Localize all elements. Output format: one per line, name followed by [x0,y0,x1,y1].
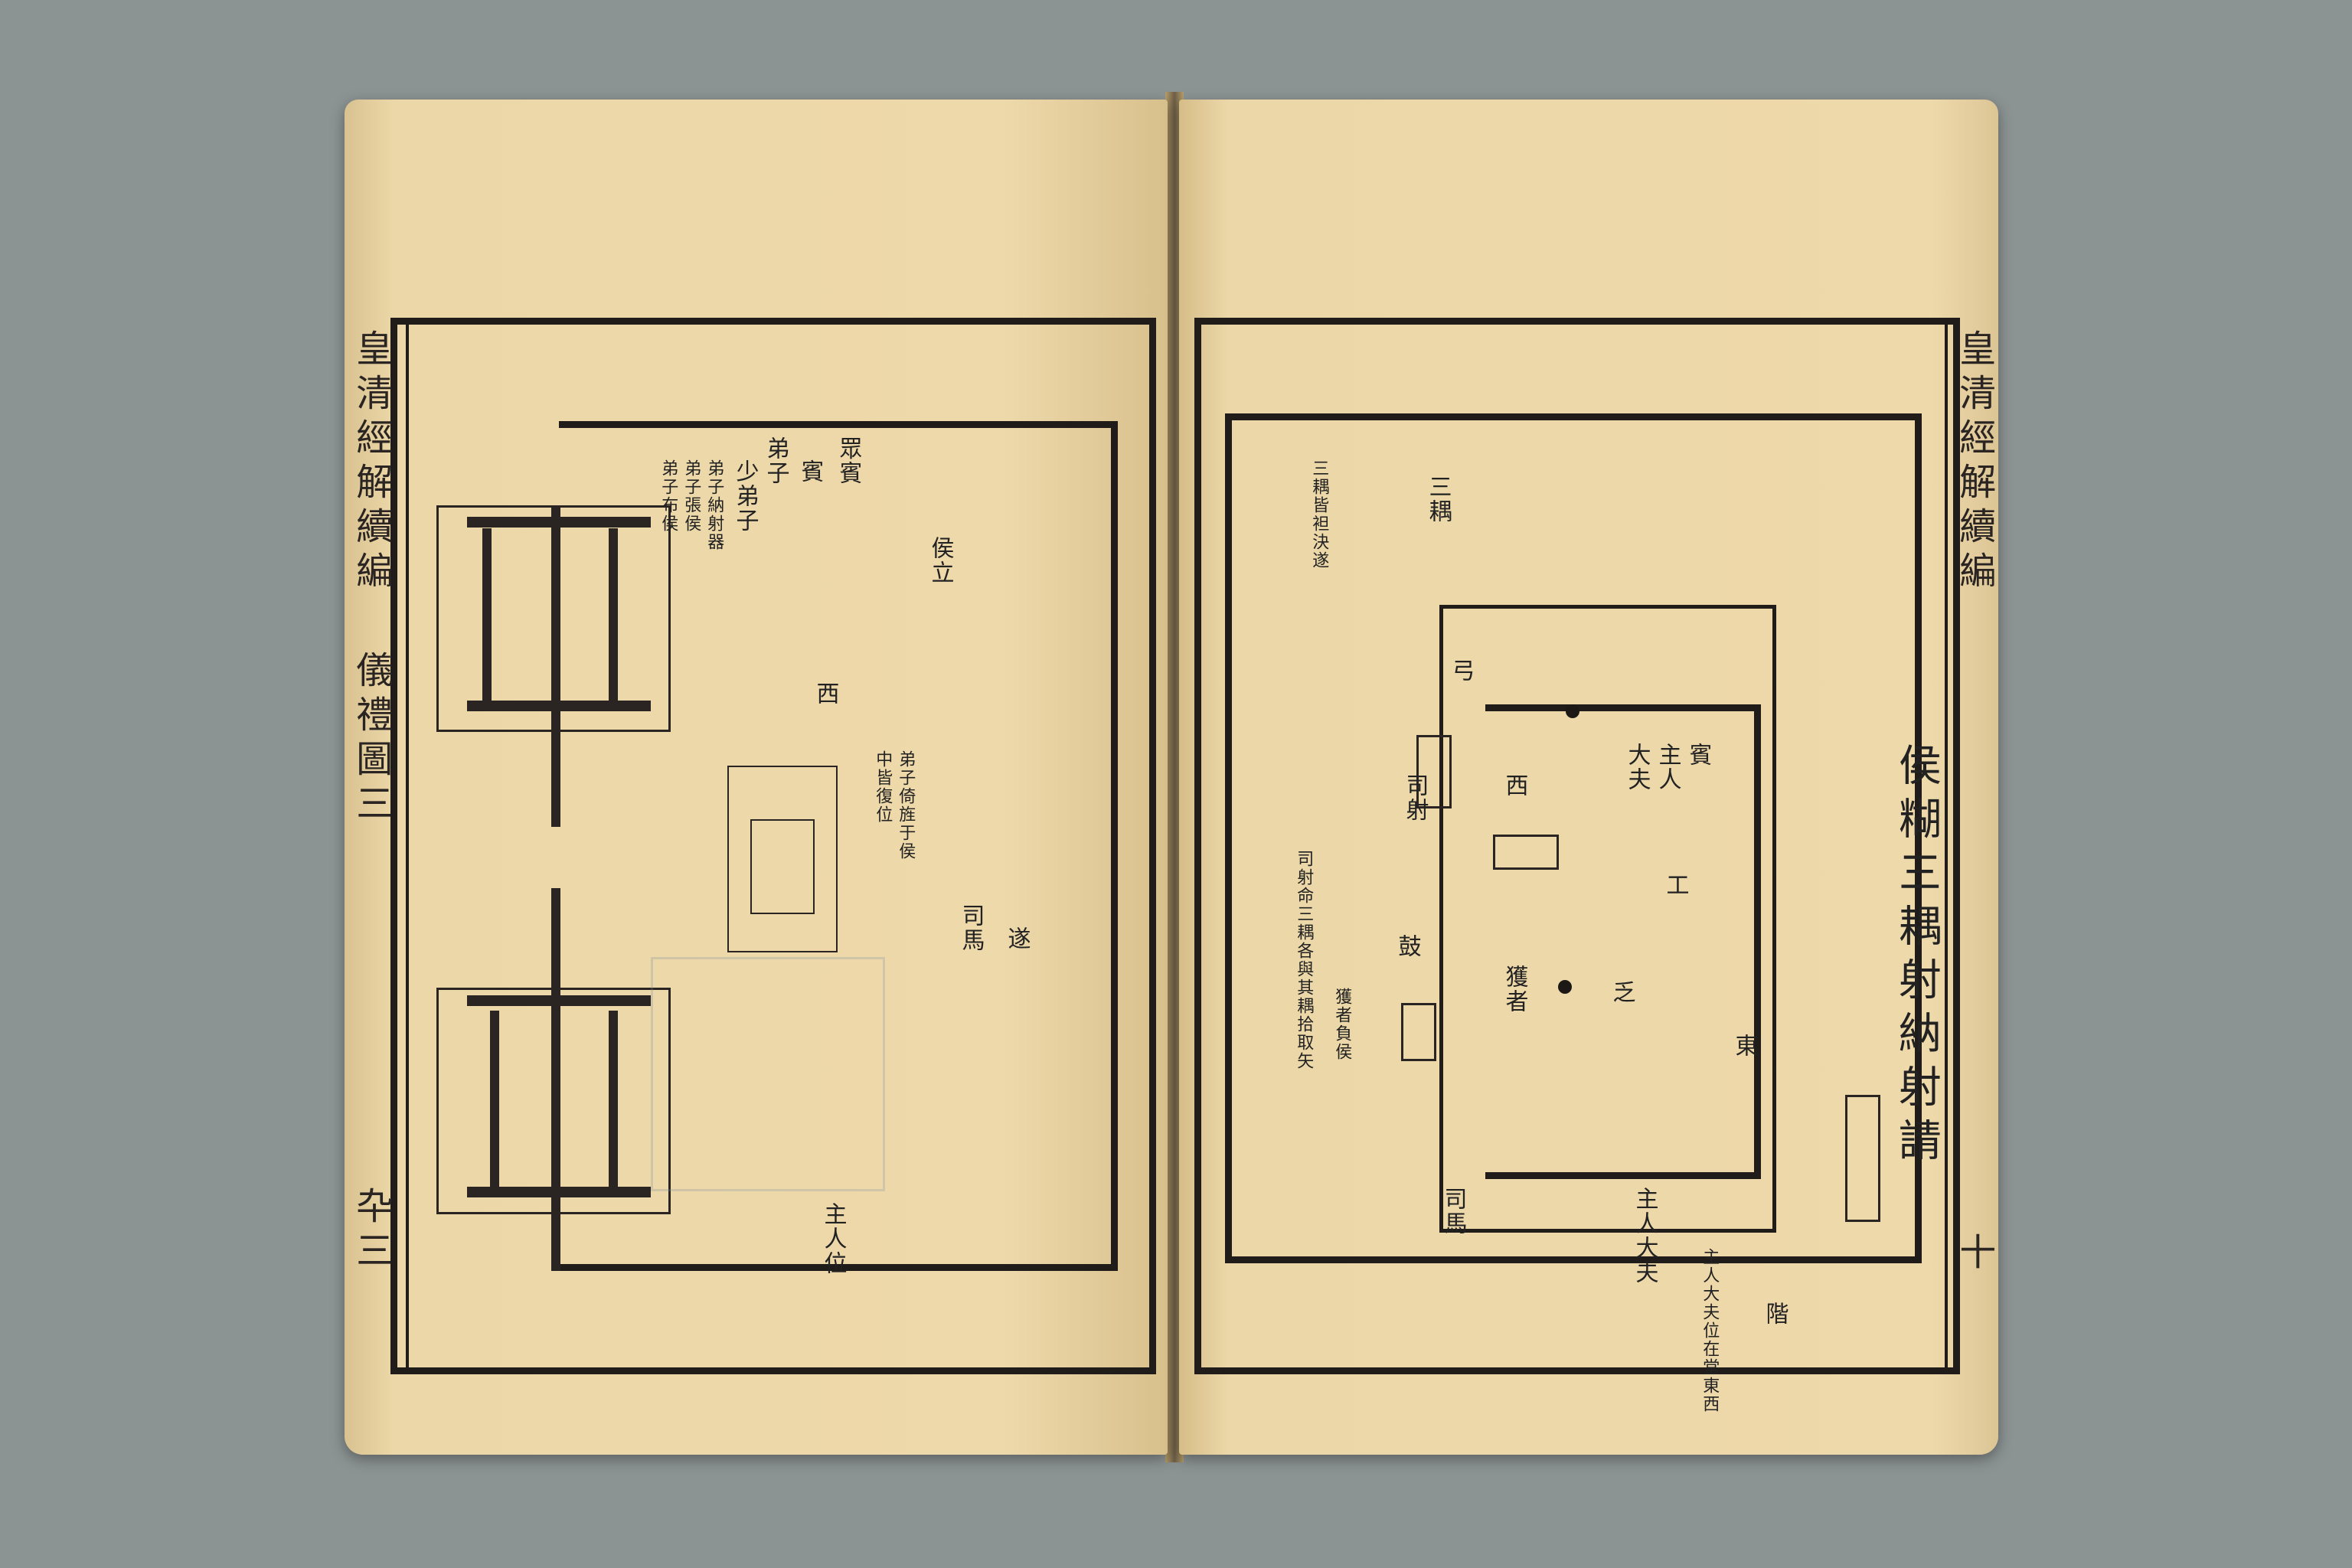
note-4: 弟子倚旌于侯 [896,750,916,861]
left-outer-frame [390,318,1156,1374]
hall-bar [551,505,560,827]
right-mid-frame [1225,413,1922,1263]
left-folio: 卆三 [349,1187,393,1276]
right-court-frame [1485,704,1761,1179]
label-jie: 階 [1761,1302,1788,1326]
right-page: 皇清經解續編 十 侯糊三耦射納射請 三耦 賓 主人 大夫 工 鼓 司射 司馬 西… [1179,100,1998,1455]
label-gong2: 弓 [1447,658,1475,683]
target-stand-outer [727,766,838,952]
label-houli: 侯立 [926,536,954,585]
left-page: 皇清經解續編 儀禮圖三 卆三 眾賓 賓 弟子 少弟子 侯立 西 司馬 主人位 弟… [345,100,1168,1455]
hall-bar [551,888,560,1271]
note-3: 弟子布侯 [658,459,678,533]
label-sima: 司馬 [1439,1187,1467,1236]
drum-box [1401,1003,1436,1061]
label-xi: 西 [812,681,839,706]
hall-bar [490,1011,499,1187]
note-1: 司射命三耦各與其耦拾取矢 [1294,850,1314,1070]
label-sishe: 司射 [1401,773,1429,822]
left-spine-section: 儀禮圖三 [349,651,393,828]
label-gu: 鼓 [1393,934,1421,959]
label-zhuren: 主人 [1654,743,1681,792]
label-xi: 西 [1501,773,1528,798]
target-stand-inner [750,819,815,914]
label-zhuren-dafu: 主人大夫 [1631,1187,1658,1285]
left-inner-frame [559,421,1118,1271]
chapter-title: 侯糊三耦射納射請 [1891,743,1942,1171]
right-folio: 十 [1952,1233,1996,1277]
note-4: 主人大夫位在堂東西 [1700,1248,1720,1413]
note-5: 中皆復位 [873,750,893,824]
right-spine-rule [1945,322,1948,1370]
label-bin: 賓 [1684,743,1712,767]
right-spine-title: 皇清經解續編 [1952,329,1996,596]
note-1: 弟子納射器 [704,459,724,551]
marker-dot [1558,980,1572,994]
note-6: 遂 [1003,926,1031,951]
label-dafu: 大夫 [1623,743,1651,792]
left-spine-rule [406,322,409,1370]
right-side-box [1845,1095,1880,1222]
stand-box [1416,735,1452,808]
marker-dot [1566,704,1579,718]
label-zhongbin: 眾賓 [835,436,862,485]
label-bin: 賓 [796,459,824,484]
note-2: 獲者負侯 [1332,988,1352,1061]
show-through [651,957,885,1191]
tablet-box [1493,835,1559,870]
right-outer-frame [1194,318,1960,1374]
note-3: 三耦皆袒決遂 [1309,459,1329,570]
label-gong: 工 [1661,873,1689,897]
hall-bar [609,528,618,701]
label-dong: 東 [1730,1034,1758,1058]
label-huozhe: 獲者 [1501,965,1528,1014]
label-shaodizi: 少弟子 [731,459,759,533]
label-zhuren: 主人位 [819,1202,847,1276]
right-inner-frame [1439,605,1776,1233]
left-spine-title: 皇清經解續編 [349,329,393,596]
label-sima: 司馬 [957,903,985,952]
label-sanou: 三耦 [1424,475,1452,524]
hall-bar [482,528,492,701]
hall-bar [609,1011,618,1187]
note-2: 弟子張侯 [681,459,701,533]
label-dizi: 弟子 [762,436,789,485]
label-fa: 乏 [1608,980,1635,1004]
